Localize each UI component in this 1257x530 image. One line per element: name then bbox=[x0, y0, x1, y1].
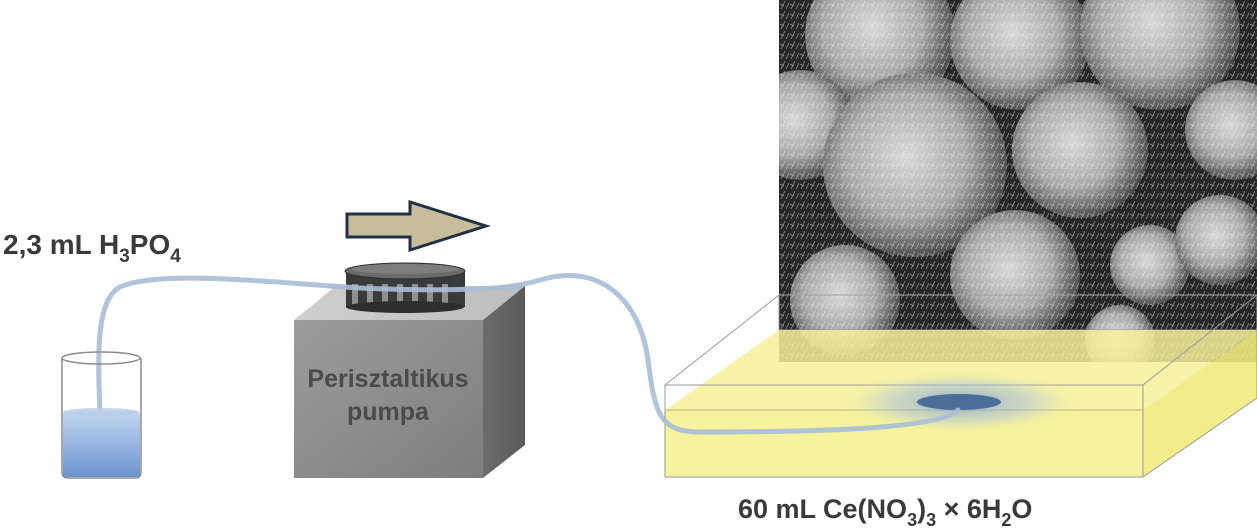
sem-micrograph bbox=[779, 0, 1257, 362]
solution-label: 60 mL Ce(NO3)3 × 6H2O bbox=[738, 494, 1032, 530]
peristaltic-pump-icon: Perisztaltikus pumpa bbox=[294, 262, 525, 478]
tubing-over-pump bbox=[327, 283, 523, 293]
pump-label-line2: pumpa bbox=[347, 398, 430, 426]
reaction-tray-icon bbox=[663, 294, 1257, 478]
beaker-icon bbox=[61, 351, 142, 479]
tubing bbox=[96, 273, 961, 435]
drop-icon bbox=[917, 394, 1001, 410]
acid-label: 2,3 mL H3PO4 bbox=[3, 229, 181, 267]
pump-label-line1: Perisztaltikus bbox=[307, 365, 468, 393]
arrow-right-icon bbox=[345, 199, 491, 253]
